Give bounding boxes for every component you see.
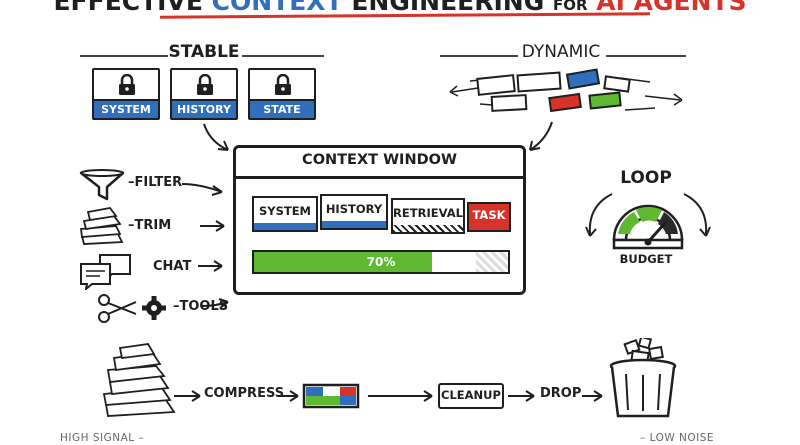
pipeline-right-label: – LOW NOISE <box>640 432 715 444</box>
technique-label-filter: –FILTER <box>128 175 183 190</box>
context-slot-label: SYSTEM <box>258 204 312 218</box>
chat-bubbles-icon <box>80 254 131 290</box>
technique-arrows <box>181 183 229 309</box>
pipeline-step-drop: DROP <box>540 386 582 401</box>
technique-label-chat: CHAT <box>153 259 192 274</box>
scissors-gear-icon <box>98 294 166 323</box>
stable-card-label: HISTORY <box>172 99 236 118</box>
trash-bin-icon <box>609 338 677 418</box>
context-window-divider <box>236 176 523 179</box>
gauge-label: BUDGET <box>619 252 673 266</box>
title-word-for: FOR <box>552 0 588 14</box>
cleanup-box <box>438 383 504 409</box>
title-word-engineering: ENGINEERING <box>351 0 545 16</box>
loop-title: LOOP <box>620 168 672 188</box>
paper-stack-icon <box>79 207 124 245</box>
funnel-icon <box>79 169 125 201</box>
stable-card-label: SYSTEM <box>94 99 158 118</box>
pipeline-step-compress: COMPRESS <box>204 386 285 401</box>
context-usage-label: 70% <box>366 255 396 269</box>
pipeline-step-cleanup: CLEANUP <box>441 388 501 402</box>
stable-card-history: HISTORY <box>170 68 238 120</box>
technique-label-trim: –TRIM <box>128 218 172 233</box>
pipeline-arrows <box>174 390 603 402</box>
lock-icon <box>197 74 213 95</box>
compressed-block-icon <box>302 383 360 409</box>
context-slot-system: SYSTEM <box>252 196 318 232</box>
budget-gauge-icon <box>585 193 711 250</box>
context-slot-label: RETRIEVAL <box>393 206 463 220</box>
context-slot-retrieval: RETRIEVAL <box>391 198 465 234</box>
stable-rule-left <box>80 55 168 57</box>
slot-fill-bar <box>322 221 386 228</box>
dynamic-rule-right <box>606 55 686 57</box>
paper-pile-icon <box>102 343 176 417</box>
slot-fill-bar <box>254 223 316 230</box>
title-word-effective: EFFECTIVE <box>53 0 203 16</box>
stable-title: STABLE <box>168 42 240 62</box>
title-word-context: CONTEXT <box>211 0 343 16</box>
context-slot-label: TASK <box>472 208 506 222</box>
context-usage-fill <box>254 252 432 272</box>
context-usage-remaining <box>476 252 508 272</box>
lock-icon <box>275 74 291 95</box>
lock-icon <box>119 74 135 95</box>
context-slot-task: TASK <box>467 202 511 232</box>
dynamic-rule-left <box>440 55 518 57</box>
context-slot-label: HISTORY <box>325 202 383 216</box>
stable-card-state: STATE <box>248 68 316 120</box>
pipeline-left-label: HIGH SIGNAL – <box>60 432 145 444</box>
inflow-arrows <box>203 121 553 151</box>
title-word-ai-agents: AI AGENTS <box>596 0 747 16</box>
stable-card-label: STATE <box>250 99 314 118</box>
stable-rule-right <box>242 55 324 57</box>
slot-fill-bar <box>393 225 463 232</box>
stable-card-system: SYSTEM <box>92 68 160 120</box>
dynamic-blocks-illustration <box>449 68 683 113</box>
context-slot-history: HISTORY <box>320 194 388 230</box>
context-usage-bar: 70% <box>252 250 510 274</box>
page-title: EFFECTIVE CONTEXT ENGINEERING FOR AI AGE… <box>0 0 800 16</box>
context-window-title: CONTEXT WINDOW <box>302 152 457 168</box>
dynamic-title: DYNAMIC <box>521 42 601 62</box>
